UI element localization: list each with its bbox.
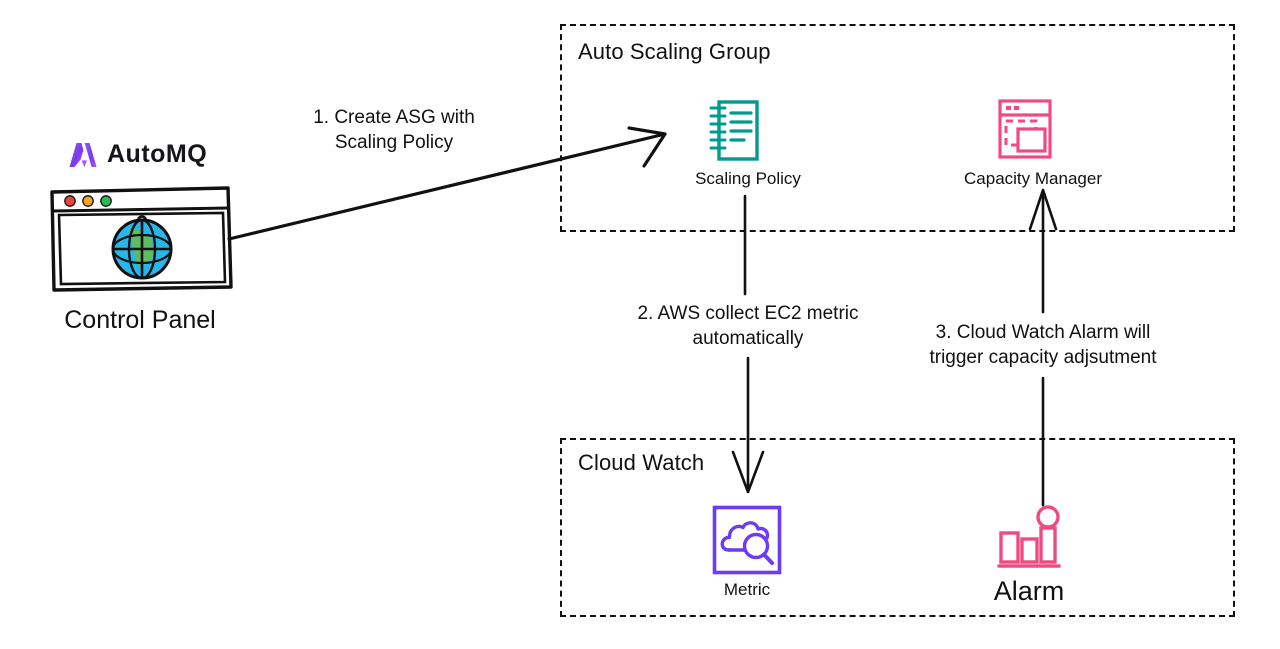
browser-selection-icon (997, 98, 1053, 162)
metric-label: Metric (723, 580, 771, 599)
group-auto-scaling-group-title: Auto Scaling Group (578, 39, 771, 64)
group-cloud-watch-title: Cloud Watch (578, 450, 705, 475)
automq-m-logo-icon (68, 141, 98, 169)
step-2-line-2: automatically (692, 328, 804, 349)
automq-brand: AutoMQ (68, 140, 207, 169)
group-cloud-watch (560, 438, 1235, 617)
step-2-line-1: 2. AWS collect EC2 metric (637, 303, 859, 324)
control-panel-label: Control Panel (64, 306, 216, 334)
arrow-step-2 (731, 194, 765, 494)
group-auto-scaling-group (560, 24, 1235, 232)
scaling-policy-label: Scaling Policy (695, 169, 801, 188)
step-1-line-1: 1. Create ASG with (313, 107, 475, 128)
cloud-magnifier-icon (712, 505, 782, 575)
notebook-policy-icon (706, 98, 762, 164)
alarm-label: Alarm (993, 576, 1065, 606)
arrow-step-3 (1028, 188, 1058, 507)
step-3-line-1: 3. Cloud Watch Alarm will (935, 322, 1151, 343)
browser-window-globe-icon (48, 183, 234, 295)
capacity-manager-label: Capacity Manager (964, 169, 1102, 188)
step-3-text: 3. Cloud Watch Alarm will trigger capaci… (929, 320, 1156, 370)
arrow-step-1 (227, 126, 667, 241)
automq-brand-name: AutoMQ (107, 140, 208, 168)
step-2-text: 2. AWS collect EC2 metric automatically (637, 301, 858, 351)
step-3-line-2: trigger capacity adjsutment (929, 347, 1157, 368)
step-1-line-2: Scaling Policy (334, 132, 454, 153)
bar-chart-alarm-icon (997, 505, 1061, 571)
step-1-text: 1. Create ASG with Scaling Policy (313, 105, 475, 155)
